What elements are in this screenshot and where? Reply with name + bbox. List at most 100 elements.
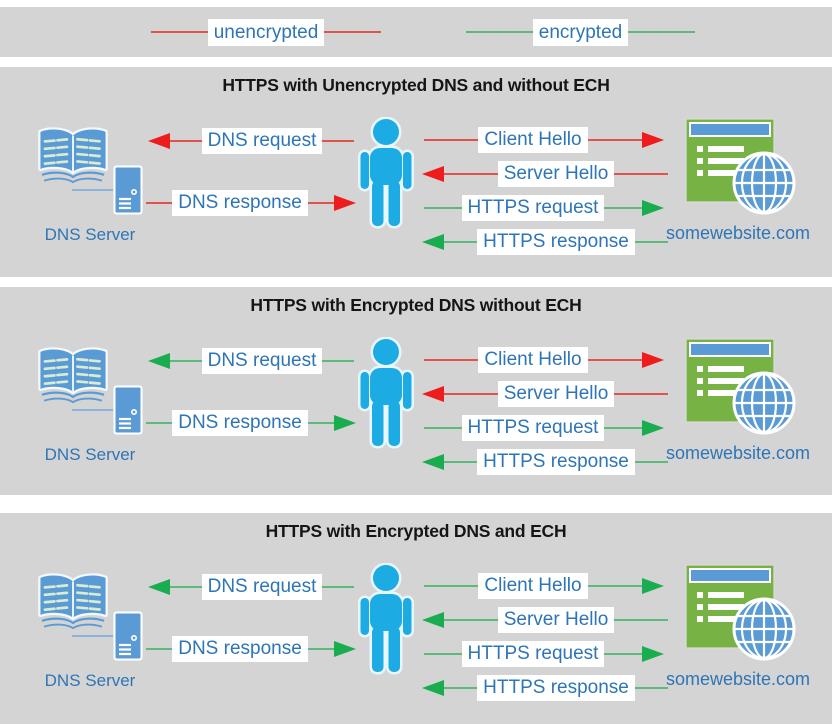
panel-title: HTTPS with Encrypted DNS without ECH [250, 295, 582, 315]
scenario-panel: HTTPS with Encrypted DNS and ECH [0, 513, 832, 724]
dns-server-tower-icon [113, 385, 143, 435]
unencrypted-line-sample [324, 31, 382, 33]
dns-book-icon [38, 127, 108, 184]
arrow-line [322, 360, 354, 362]
arrow-label: Server Hello [497, 607, 615, 633]
encrypted-line-sample [466, 31, 533, 33]
arrow-dns-response: DNS response [146, 190, 356, 216]
website-icon [685, 118, 796, 215]
website-icon [685, 338, 796, 435]
arrowhead-left-icon [148, 579, 170, 595]
arrow-dns-response: DNS response [146, 636, 356, 662]
legend-item-encrypted: encrypted [466, 7, 696, 57]
arrow-line [146, 422, 173, 424]
legend-item-unencrypted: unencrypted [151, 7, 382, 57]
arrow-https-request: HTTPS request [424, 415, 664, 441]
arrow-line [424, 427, 462, 429]
arrow-line [170, 140, 202, 142]
scenario-panel: HTTPS with Encrypted DNS without ECH [0, 287, 832, 495]
arrow-dns-request: DNS request [148, 574, 354, 600]
arrow-line [424, 653, 462, 655]
arrowhead-left-icon [422, 234, 444, 250]
arrow-line [307, 422, 334, 424]
arrow-line [587, 359, 642, 361]
arrow-client-hello: Client Hello [424, 573, 664, 599]
globe-icon [732, 597, 796, 661]
arrowhead-right-icon [642, 200, 664, 216]
arrow-client-hello: Client Hello [424, 347, 664, 373]
legend-label-encrypted: encrypted [532, 18, 629, 46]
arrowhead-left-icon [422, 166, 444, 182]
website-label: somewebsite.com [665, 223, 811, 243]
arrowhead-left-icon [422, 386, 444, 402]
dns-book-icon [38, 573, 108, 630]
arrow-dns-response: DNS response [146, 410, 356, 436]
arrowhead-left-icon [422, 454, 444, 470]
arrow-label: DNS request [201, 128, 323, 154]
arrow-label: Client Hello [478, 127, 588, 153]
arrow-https-response: HTTPS response [422, 675, 669, 701]
arrow-line [322, 140, 354, 142]
globe-icon [732, 151, 796, 215]
arrow-server-hello: Server Hello [422, 381, 669, 407]
dns-connector-line [72, 409, 113, 411]
panel-title: HTTPS with Unencrypted DNS and without E… [222, 75, 610, 95]
dns-connector-line [72, 635, 113, 637]
legend-label-unencrypted: unencrypted [207, 18, 325, 46]
arrow-line [170, 360, 202, 362]
arrow-line [634, 687, 669, 689]
arrow-label: Server Hello [497, 381, 615, 407]
arrow-https-response: HTTPS response [422, 229, 669, 255]
arrow-line [424, 359, 479, 361]
arrowhead-right-icon [642, 352, 664, 368]
website-label: somewebsite.com [665, 669, 811, 689]
arrow-label: Server Hello [497, 161, 615, 187]
arrow-line [587, 585, 642, 587]
arrowhead-right-icon [642, 420, 664, 436]
arrow-line [444, 461, 478, 463]
arrow-line [634, 461, 669, 463]
dns-book-icon [38, 347, 108, 404]
unencrypted-line-sample [151, 31, 208, 33]
arrowhead-left-icon [422, 612, 444, 628]
dns-server-tower-icon [113, 165, 143, 215]
website-label: somewebsite.com [665, 443, 811, 463]
arrow-label: Client Hello [478, 347, 588, 373]
arrowhead-left-icon [148, 133, 170, 149]
arrow-https-response: HTTPS response [422, 449, 669, 475]
arrow-line [444, 393, 498, 395]
dns-server-label: DNS Server [44, 671, 136, 690]
arrow-dns-request: DNS request [148, 348, 354, 374]
arrowhead-right-icon [642, 646, 664, 662]
arrow-dns-request: DNS request [148, 128, 354, 154]
arrow-label: Client Hello [478, 573, 588, 599]
arrow-https-request: HTTPS request [424, 641, 664, 667]
arrow-label: DNS request [201, 574, 323, 600]
arrow-line [424, 139, 479, 141]
arrow-label: HTTPS request [461, 415, 605, 441]
arrowhead-right-icon [642, 132, 664, 148]
arrow-line [587, 139, 642, 141]
arrowhead-right-icon [334, 195, 356, 211]
arrowhead-right-icon [334, 415, 356, 431]
arrow-line [424, 207, 462, 209]
legend-bar: unencrypted encrypted [0, 7, 832, 57]
arrowhead-left-icon [148, 353, 170, 369]
arrow-line [444, 687, 478, 689]
user-icon [358, 563, 414, 675]
arrow-line [604, 427, 642, 429]
dns-server-tower-icon [113, 611, 143, 661]
arrow-label: HTTPS response [477, 449, 635, 475]
arrow-label: DNS response [172, 190, 308, 216]
arrow-line [146, 202, 173, 204]
arrow-line [307, 202, 334, 204]
arrow-line [614, 173, 669, 175]
arrow-label: DNS request [201, 348, 323, 374]
arrow-label: DNS response [172, 410, 308, 436]
arrow-line [444, 173, 498, 175]
scenario-panel: HTTPS with Unencrypted DNS and without E… [0, 67, 832, 277]
globe-icon [732, 371, 796, 435]
arrow-label: DNS response [172, 636, 308, 662]
encrypted-line-sample [628, 31, 696, 33]
user-icon [358, 117, 414, 229]
